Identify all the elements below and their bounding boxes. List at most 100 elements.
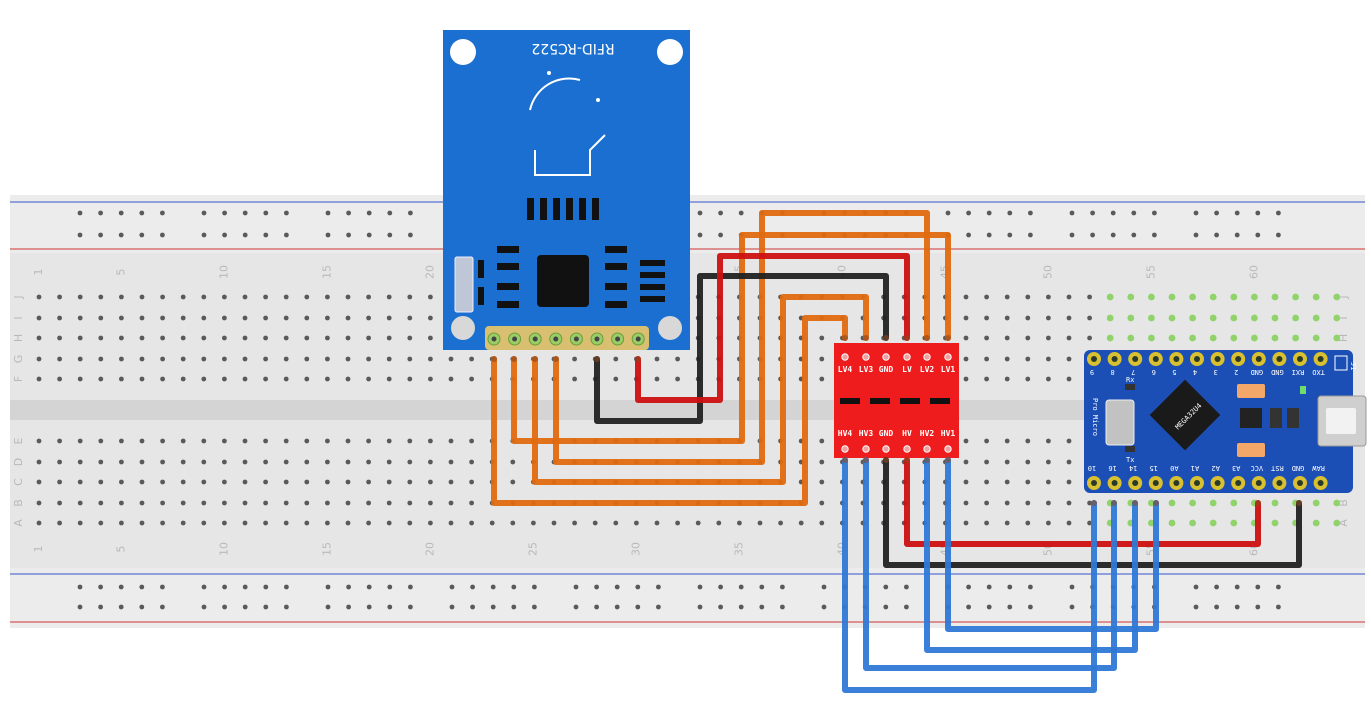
breadboard-hole — [201, 315, 207, 321]
breadboard-hole — [613, 376, 619, 382]
breadboard-hole — [304, 356, 310, 362]
breadboard-hole — [345, 520, 351, 526]
breadboard-hole — [242, 356, 248, 362]
pro-micro-pin-hole — [1317, 356, 1324, 362]
pro-micro-pin-hole — [1194, 356, 1200, 362]
breadboard-hole — [1312, 334, 1320, 342]
rail-hole — [77, 210, 83, 216]
breadboard-hole — [1004, 438, 1010, 444]
rail-hole — [325, 232, 331, 238]
rail-hole — [325, 210, 331, 216]
breadboard-hole — [1046, 315, 1051, 321]
rail-hole — [139, 604, 145, 610]
breadboard-hole — [325, 459, 330, 465]
breadboard-hole — [222, 356, 227, 362]
level-shifter-pin — [903, 353, 911, 361]
breadboard-hole — [1230, 334, 1238, 342]
rfid-antenna-path — [534, 134, 606, 176]
rail-hole — [1028, 210, 1033, 216]
bottom-power-rail — [10, 568, 1365, 628]
breadboard-hole — [366, 315, 371, 321]
breadboard-hole — [1168, 293, 1176, 301]
rail-hole — [201, 210, 207, 216]
breadboard-hole — [448, 500, 454, 506]
breadboard-hole — [407, 479, 413, 485]
rail-hole — [387, 232, 393, 238]
wire-end — [883, 335, 889, 341]
rail-hole — [98, 210, 103, 216]
breadboard-hole — [1004, 520, 1010, 526]
breadboard-hole — [1209, 519, 1217, 527]
pro-micro-pin-label: TXO — [1312, 368, 1325, 376]
breadboard-hole — [819, 438, 825, 444]
breadboard-hole — [304, 376, 310, 382]
rail-hole — [1131, 232, 1137, 238]
wire-end — [842, 457, 848, 463]
rail-hole — [77, 232, 83, 238]
breadboard-hole — [407, 459, 413, 465]
breadboard-hole — [428, 459, 433, 465]
pro-micro-pin-hole — [1297, 356, 1303, 362]
breadboard-hole — [386, 500, 392, 506]
breadboard-hole — [304, 315, 310, 321]
wire-end — [511, 356, 517, 362]
breadboard-hole — [386, 520, 392, 526]
breadboard-hole — [386, 479, 392, 485]
rail-hole — [1214, 232, 1219, 238]
breadboard-hole — [1312, 499, 1320, 507]
breadboard-hole — [1046, 294, 1051, 300]
rail-hole — [1110, 232, 1116, 238]
pro-micro-pin-label: 4 — [1193, 368, 1197, 376]
breadboard-hole — [242, 520, 248, 526]
rail-hole — [718, 584, 723, 590]
breadboard-hole — [345, 376, 351, 382]
breadboard-hole — [1004, 479, 1010, 485]
wire-orange-4 — [553, 210, 930, 465]
wire-end — [553, 356, 559, 362]
breadboard-hole — [119, 500, 124, 506]
breadboard-hole — [963, 459, 969, 465]
breadboard-hole — [263, 459, 268, 465]
row-letter: H — [1337, 334, 1350, 342]
breadboard-hole — [57, 520, 62, 526]
breadboard-hole — [1230, 314, 1238, 322]
rail-hole — [1069, 210, 1075, 216]
breadboard-hole — [675, 356, 680, 362]
breadboard-hole — [428, 315, 433, 321]
breadboard-hole — [160, 479, 166, 485]
breadboard-hole — [1025, 500, 1031, 506]
breadboard-hole — [798, 520, 804, 526]
rail-hole — [118, 584, 124, 590]
breadboard-hole — [1066, 315, 1072, 321]
breadboard-hole — [98, 315, 104, 321]
breadboard-hole — [819, 356, 825, 362]
rfid-mount-hole-bl — [451, 316, 475, 340]
j1-label: J1 — [1349, 362, 1357, 370]
wire-end — [491, 356, 497, 362]
breadboard-hole — [1230, 519, 1238, 527]
rail-hole — [1255, 604, 1261, 610]
breadboard-hole — [819, 479, 825, 485]
breadboard-hole — [1004, 459, 1010, 465]
breadboard-hole — [1046, 335, 1051, 341]
breadboard-hole — [242, 459, 248, 465]
row-letter: J — [12, 295, 25, 299]
rail-hole — [1276, 210, 1281, 216]
breadboard-hole — [1292, 293, 1299, 301]
breadboard-hole — [304, 294, 310, 300]
breadboard-hole — [222, 438, 227, 444]
breadboard-hole — [984, 438, 989, 444]
rfid-antenna-arc — [529, 77, 581, 111]
rail-hole — [387, 584, 393, 590]
breadboard-hole — [675, 520, 680, 526]
breadboard-hole — [1333, 334, 1341, 342]
rail-hole — [573, 584, 579, 590]
row-letter: E — [12, 437, 25, 444]
wire-end — [594, 356, 600, 362]
breadboard-hole — [489, 520, 495, 526]
breadboard-hole — [77, 520, 83, 526]
breadboard-hole — [98, 500, 104, 506]
rail-hole — [1069, 584, 1075, 590]
rail-hole — [883, 604, 889, 610]
